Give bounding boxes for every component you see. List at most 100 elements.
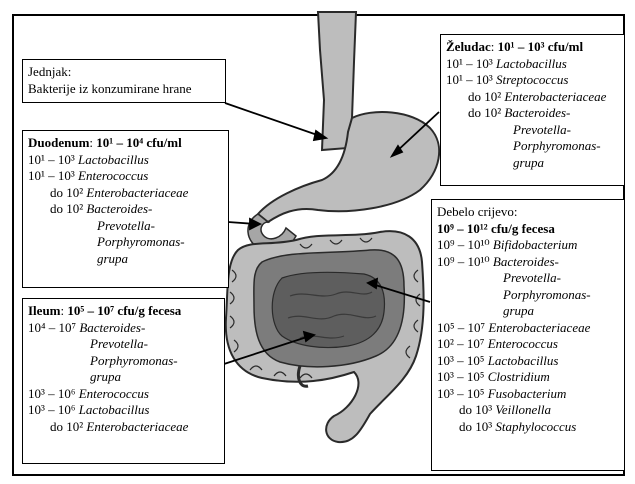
ileum-box: Ileum: 10⁵ – 10⁷ cfu/g fecesa10⁴ – 10⁷ B…: [22, 298, 225, 464]
zeludac-organism: Prevotella-: [513, 122, 571, 137]
ileum-row: Porphyromonas-: [28, 353, 218, 370]
debelo-organism: Enterobacteriaceae: [488, 320, 590, 335]
debelo-range: 10⁹ – 10¹⁰: [437, 237, 490, 252]
debelo-range: 10² – 10⁷: [437, 336, 484, 351]
debelo-organism: Veillonella: [495, 402, 551, 417]
debelo-row: 10⁹ – 10¹⁰ Bacteroides-: [437, 254, 622, 271]
ileum-concentration: 10⁵ – 10⁷ cfu/g fecesa: [67, 303, 181, 318]
duodenum-range: do 10²: [50, 201, 83, 216]
zeludac-organism: Lactobacillus: [496, 56, 567, 71]
duodenum-row: do 10² Bacteroides-: [28, 201, 222, 218]
zeludac-row: grupa: [446, 155, 622, 172]
duodenum-organism: grupa: [97, 251, 128, 266]
ileum-organism: Enterobacteriaceae: [86, 419, 188, 434]
duodenum-organism: Enterobacteriaceae: [86, 185, 188, 200]
duodenum-organism: Lactobacillus: [78, 152, 149, 167]
ileum-row: do 10² Enterobacteriaceae: [28, 419, 218, 436]
zeludac-concentration: 10¹ – 10³ cfu/ml: [498, 39, 583, 54]
ileum-range: 10³ – 10⁶: [28, 386, 75, 401]
stomach-shape: [258, 112, 439, 222]
debelo-organism: Lactobacillus: [488, 353, 559, 368]
ileum-row: 10⁴ – 10⁷ Bacteroides-: [28, 320, 218, 337]
duodenum-row: do 10² Enterobacteriaceae: [28, 185, 222, 202]
jednjak-heading: Jednjak:: [28, 64, 219, 81]
arrow-jednjak-line: [225, 103, 326, 138]
debelo-row: 10³ – 10⁵ Lactobacillus: [437, 353, 622, 370]
zeludac-row: Porphyromonas-: [446, 138, 622, 155]
debelo-range: 10⁵ – 10⁷: [437, 320, 485, 335]
debelo-range: 10³ – 10⁵: [437, 353, 484, 368]
debelo-organism: Bifidobacterium: [493, 237, 578, 252]
duodenum-row: Porphyromonas-: [28, 234, 222, 251]
zeludac-row: do 10² Enterobacteriaceae: [446, 89, 622, 106]
ileum-organism: Bacteroides-: [79, 320, 145, 335]
ileum-range: 10³ – 10⁶: [28, 402, 75, 417]
debelo-range: 10⁹ – 10¹⁰: [437, 254, 490, 269]
duodenum-title: Duodenum: [28, 135, 89, 150]
zeludac-row: do 10² Bacteroides-: [446, 105, 622, 122]
zeludac-organism: Porphyromonas-: [513, 138, 601, 153]
duodenum-row: 10¹ – 10³ Enterococcus: [28, 168, 222, 185]
debelo-concentration-line: 10⁹ – 10¹² cfu/g fecesa: [437, 221, 622, 238]
ileum-row: Prevotella-: [28, 336, 218, 353]
debelo-row: Prevotella-: [437, 270, 622, 287]
zeludac-range: do 10²: [468, 89, 501, 104]
debelo-row: do 10³ Veillonella: [437, 402, 622, 419]
duodenum-organism: Enterococcus: [78, 168, 148, 183]
ileum-organism: Prevotella-: [90, 336, 148, 351]
zeludac-title: Želudac: [446, 39, 491, 54]
duodenum-concentration: 10¹ – 10⁴ cfu/ml: [96, 135, 181, 150]
debelo-organism: Clostridium: [488, 369, 550, 384]
debelo-organism: Bacteroides-: [493, 254, 559, 269]
duodenum-range: 10¹ – 10³: [28, 152, 75, 167]
debelo-organism: Fusobacterium: [488, 386, 567, 401]
duodenum-range: do 10²: [50, 185, 83, 200]
debelo-row: 10² – 10⁷ Enterococcus: [437, 336, 622, 353]
debelo-row: 10³ – 10⁵ Fusobacterium: [437, 386, 622, 403]
jednjak-title: Jednjak: [28, 64, 68, 79]
debelo-range: 10³ – 10⁵: [437, 386, 484, 401]
zeludac-range: do 10²: [468, 105, 501, 120]
debelo-organism: Enterococcus: [488, 336, 558, 351]
duodenum-organism: Porphyromonas-: [97, 234, 185, 249]
debelo-range: do 10³: [459, 402, 492, 417]
duodenum-row: Prevotella-: [28, 218, 222, 235]
zeludac-heading: Želudac: 10¹ – 10³ cfu/ml: [446, 39, 622, 56]
debelo-organism: Staphylococcus: [495, 419, 576, 434]
duodenum-range: 10¹ – 10³: [28, 168, 75, 183]
zeludac-row: 10¹ – 10³ Lactobacillus: [446, 56, 622, 73]
debelo-row: Porphyromonas-: [437, 287, 622, 304]
ileum-range: 10⁴ – 10⁷: [28, 320, 76, 335]
zeludac-organism: grupa: [513, 155, 544, 170]
ileum-organism: Porphyromonas-: [90, 353, 178, 368]
zeludac-row: Prevotella-: [446, 122, 622, 139]
debelo-organism: grupa: [503, 303, 534, 318]
debelo-concentration: 10⁹ – 10¹² cfu/g fecesa: [437, 221, 555, 236]
debelo-row: 10³ – 10⁵ Clostridium: [437, 369, 622, 386]
ileum-row: grupa: [28, 369, 218, 386]
ileum-organism: grupa: [90, 369, 121, 384]
zeludac-organism: Bacteroides-: [504, 105, 570, 120]
duodenum-organism: Bacteroides-: [86, 201, 152, 216]
debelo-row: grupa: [437, 303, 622, 320]
duodenum-row: 10¹ – 10³ Lactobacillus: [28, 152, 222, 169]
ileum-range: do 10²: [50, 419, 83, 434]
jednjak-text: Bakterije iz konzumirane hrane: [28, 81, 219, 98]
debelo-row: 10⁵ – 10⁷ Enterobacteriaceae: [437, 320, 622, 337]
zeludac-range: 10¹ – 10³: [446, 56, 493, 71]
debelo-heading: Debelo crijevo:: [437, 204, 622, 221]
debelo-organism: Prevotella-: [503, 270, 561, 285]
zeludac-organism: Enterobacteriaceae: [504, 89, 606, 104]
debelo-title: Debelo crijevo: [437, 204, 514, 219]
duodenum-organism: Prevotella-: [97, 218, 155, 233]
duodenum-row: grupa: [28, 251, 222, 268]
debelo-row: do 10³ Staphylococcus: [437, 419, 622, 436]
ileum-row: 10³ – 10⁶ Lactobacillus: [28, 402, 218, 419]
debelo-organism: Porphyromonas-: [503, 287, 591, 302]
zeludac-organism: Streptococcus: [496, 72, 568, 87]
zeludac-row: 10¹ – 10³ Streptococcus: [446, 72, 622, 89]
ileum-row: 10³ – 10⁶ Enterococcus: [28, 386, 218, 403]
